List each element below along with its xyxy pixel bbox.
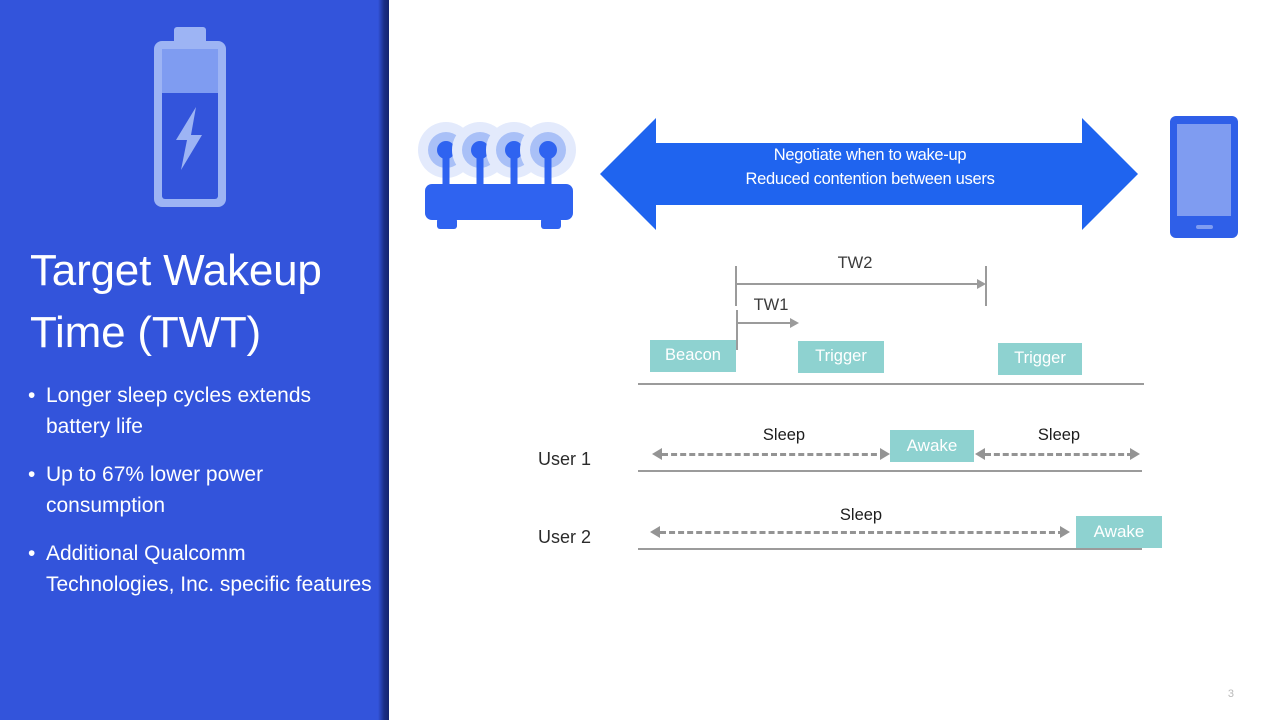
user-1-sleep-2-line [985, 453, 1133, 456]
user-1-label: User 1 [538, 449, 592, 469]
bullet-list: • Longer sleep cycles extends battery li… [28, 380, 378, 617]
user-2-sleep-arrow-right-icon [1060, 526, 1070, 538]
user-2-label: User 2 [538, 527, 592, 547]
tw2-span-line [737, 283, 980, 285]
user-2-sleep-arrow-left-icon [650, 526, 660, 538]
ap-timeline: TW2 TW1 Beacon Trigger Trigger [638, 250, 1148, 385]
bullet-marker-icon: • [28, 384, 36, 407]
user-1-sleep-label-1: Sleep [762, 426, 806, 444]
user-2-sleep-label: Sleep [839, 506, 883, 524]
negotiate-double-arrow [600, 118, 1138, 230]
list-item-label: Up to 67% lower power consumption [46, 463, 264, 517]
user-1-sleep-2-arrow-left-icon [975, 448, 985, 460]
user-1-baseline [638, 470, 1142, 472]
bullet-marker-icon: • [28, 542, 36, 565]
user-1-sleep-label-2: Sleep [1037, 426, 1081, 444]
trigger-block-1: Trigger [798, 341, 884, 373]
tw2-label: TW2 [837, 254, 873, 272]
tw1-label: TW1 [753, 296, 789, 314]
page-title: Target Wakeup Time (TWT) [30, 246, 322, 357]
tw1-arrowhead-icon [790, 318, 799, 328]
trigger-block-2: Trigger [998, 343, 1082, 375]
ap-timeline-baseline [638, 383, 1144, 385]
user-2-baseline [638, 548, 1142, 550]
beacon-block: Beacon [650, 340, 736, 372]
user-2-awake-block: Awake [1076, 516, 1162, 548]
tw2-arrowhead-icon [977, 279, 986, 289]
user-1-awake-block: Awake [890, 430, 974, 462]
sidebar-edge-gradient [378, 0, 389, 720]
user-1-sleep-1-arrow-left-icon [652, 448, 662, 460]
wifi-router-icon [417, 112, 587, 237]
list-item: • Longer sleep cycles extends battery li… [28, 380, 378, 442]
user-1-sleep-1-line [662, 453, 886, 456]
page-number: 3 [1227, 688, 1234, 700]
battery-charging-icon [150, 27, 230, 207]
tw2-tick-right [985, 266, 987, 306]
user-1-sleep-2-arrow-right-icon [1130, 448, 1140, 460]
smartphone-icon [1170, 116, 1238, 238]
tw2-tick-left [735, 266, 737, 306]
negotiate-line-1: Negotiate when to wake-up [773, 146, 967, 164]
negotiate-message: Negotiate when to wake-up Reduced conten… [660, 143, 1080, 191]
bullet-marker-icon: • [28, 463, 36, 486]
list-item: • Up to 67% lower power consumption [28, 459, 378, 521]
list-item: • Additional Qualcomm Technologies, Inc.… [28, 538, 378, 600]
list-item-label: Longer sleep cycles extends battery life [46, 384, 311, 438]
list-item-label: Additional Qualcomm Technologies, Inc. s… [46, 542, 372, 596]
tw1-tick-left [736, 310, 738, 350]
user-row-2: User 2 Sleep Awake [538, 490, 1178, 560]
tw1-span-line [738, 322, 792, 324]
user-1-sleep-1-arrow-right-icon [880, 448, 890, 460]
user-row-1: User 1 Sleep Awake Sleep [538, 410, 1158, 480]
user-2-sleep-line [660, 531, 1064, 534]
negotiate-line-2: Reduced contention between users [745, 170, 995, 188]
